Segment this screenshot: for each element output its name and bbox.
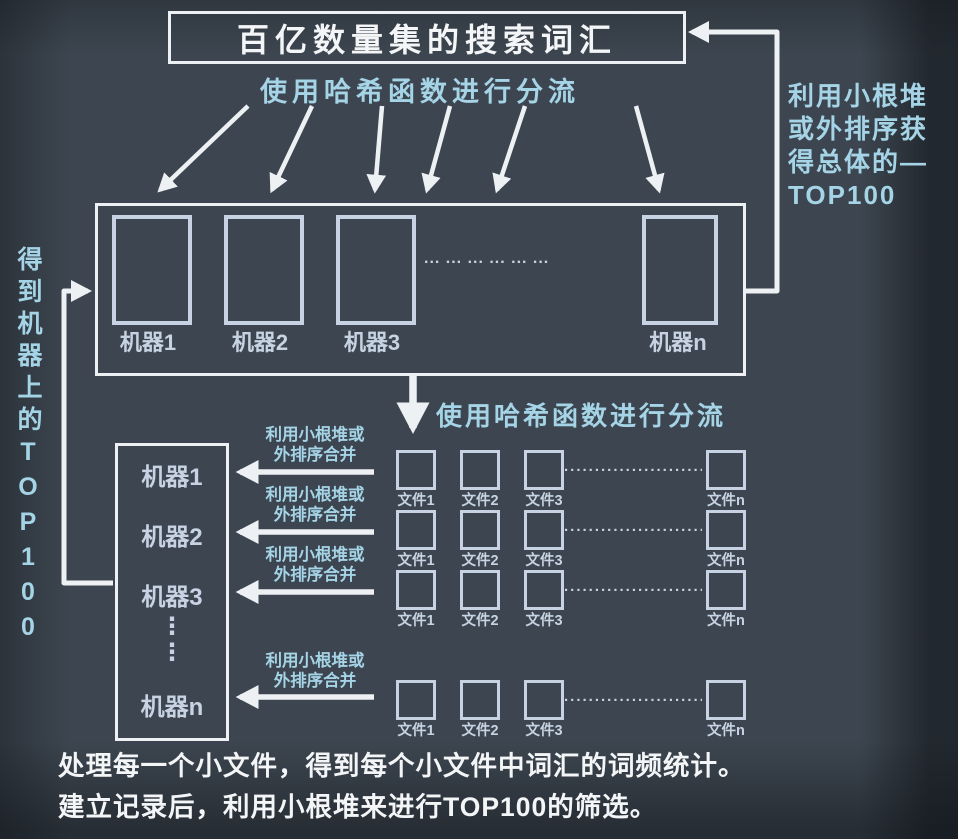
merge-note-1: 利用小根堆或 外排序合并 [248, 425, 382, 465]
merge-note-2: 利用小根堆或 外排序合并 [248, 485, 382, 525]
merge-note-line2: 外排序合并 [273, 506, 357, 524]
machine-top100-arrow [61, 279, 113, 586]
fanout-arrow-1 [157, 104, 250, 193]
col-machine-label-2: 机器2 [141, 524, 203, 551]
machine-label-2: 机器2 [231, 330, 289, 355]
right-note-line: 得总体的— [788, 147, 929, 177]
file-box [396, 450, 436, 490]
merge-note-line2: 外排序合并 [273, 672, 357, 690]
file-box [460, 510, 500, 550]
file-box [524, 510, 564, 550]
file-label: 文件2 [461, 553, 499, 569]
file-label: 文件2 [461, 613, 499, 629]
right-note-line: 利用小根堆 [788, 81, 929, 111]
fanout-arrow-3 [366, 105, 387, 194]
col-machine-label-n: 机器n [140, 694, 204, 721]
machine-box-1 [112, 215, 192, 325]
file-label: 文件n [707, 613, 745, 629]
file-row-dots: .......................... [564, 458, 702, 475]
file-label: 文件1 [397, 613, 435, 629]
file-label: 文件2 [461, 493, 499, 509]
machines-column-box: 机器1 机器2 机器3 ⋮ ⋮ 机器n [115, 443, 229, 741]
file-row-dots: .......................... [564, 688, 702, 705]
right-note-line: TOP100 [788, 180, 897, 210]
merge-note-line1: 利用小根堆或 [265, 546, 365, 564]
col-machine-label-1: 机器1 [141, 464, 203, 491]
file-label: 文件3 [525, 723, 563, 739]
file-label: 文件2 [461, 723, 499, 739]
file-box [706, 680, 746, 720]
merge-note-line1: 利用小根堆或 [265, 652, 365, 670]
file-row-3: 文件1 文件2 文件3 .......................... 文… [396, 570, 746, 629]
left-note: 得到机器上的TOP100 [14, 246, 42, 648]
right-note-line: 或外排序获 [788, 114, 929, 144]
file-row-1: 文件1 文件2 文件3 .......................... 文… [396, 450, 746, 509]
merge-note-3: 利用小根堆或 外排序合并 [248, 545, 382, 585]
file-label: 文件n [707, 553, 745, 569]
file-box [524, 680, 564, 720]
file-row-2: 文件1 文件2 文件3 .......................... 文… [396, 510, 746, 569]
file-box [524, 570, 564, 610]
machine-box-n [642, 215, 718, 325]
file-box [524, 450, 564, 490]
footer-line-2: 建立记录后，利用小根堆来进行TOP100的筛选。 [58, 792, 658, 822]
hash-split-label-mid: 使用哈希函数进行分流 [436, 401, 727, 431]
right-note: 利用小根堆 或外排序获 得总体的— TOP100 [788, 80, 958, 212]
fanout-arrow-2 [269, 105, 315, 194]
file-label: 文件3 [525, 553, 563, 569]
file-box [396, 680, 436, 720]
merge-note-line2: 外排序合并 [273, 566, 357, 584]
file-box [396, 570, 436, 610]
machines-box: 机器1 机器2 机器3 ... ... ... ... ... ... 机器n [95, 203, 746, 376]
machine-label-n: 机器n [649, 330, 707, 355]
hash-split-label-top: 使用哈希函数进行分流 [260, 77, 580, 107]
title-box: 百亿数量集的搜索词汇 [168, 11, 686, 64]
file-label: 文件n [707, 493, 745, 509]
merge-note-line1: 利用小根堆或 [265, 426, 365, 444]
machine-box-3 [336, 215, 416, 325]
fanout-arrow-6 [633, 105, 665, 194]
file-label: 文件n [707, 723, 745, 739]
fanout-arrow-4 [421, 105, 453, 194]
file-row-n: 文件1 文件2 文件3 .......................... 文… [396, 680, 746, 739]
file-box [460, 680, 500, 720]
file-label: 文件1 [397, 553, 435, 569]
col-machine-dots: ⋮ [160, 639, 184, 666]
file-row-dots: .......................... [564, 518, 702, 535]
machine-label-3: 机器3 [343, 330, 401, 355]
file-label: 文件3 [525, 493, 563, 509]
file-label: 文件1 [397, 493, 435, 509]
col-machine-label-3: 机器3 [141, 584, 203, 611]
file-box [460, 450, 500, 490]
file-box [706, 510, 746, 550]
col-machine-dots: ⋮ [160, 613, 184, 640]
merge-note-line2: 外排序合并 [273, 446, 357, 464]
merge-note-4: 利用小根堆或 外排序合并 [248, 651, 382, 691]
file-label: 文件1 [397, 723, 435, 739]
file-label: 文件3 [525, 613, 563, 629]
title-text: 百亿数量集的搜索词汇 [236, 21, 617, 58]
file-box [460, 570, 500, 610]
machine-label-1: 机器1 [119, 330, 177, 355]
merge-note-line1: 利用小根堆或 [265, 486, 365, 504]
fanout-arrow-5 [492, 105, 528, 194]
file-row-dots: .......................... [564, 578, 702, 595]
top100-return-arrow [688, 21, 780, 294]
file-box [706, 570, 746, 610]
file-box [396, 510, 436, 550]
footer-line-1: 处理每一个小文件，得到每个小文件中词汇的词频统计。 [58, 751, 746, 781]
file-box [706, 450, 746, 490]
machine-row-dots: ... ... ... ... ... ... [424, 250, 550, 267]
machine-box-2 [224, 215, 304, 325]
